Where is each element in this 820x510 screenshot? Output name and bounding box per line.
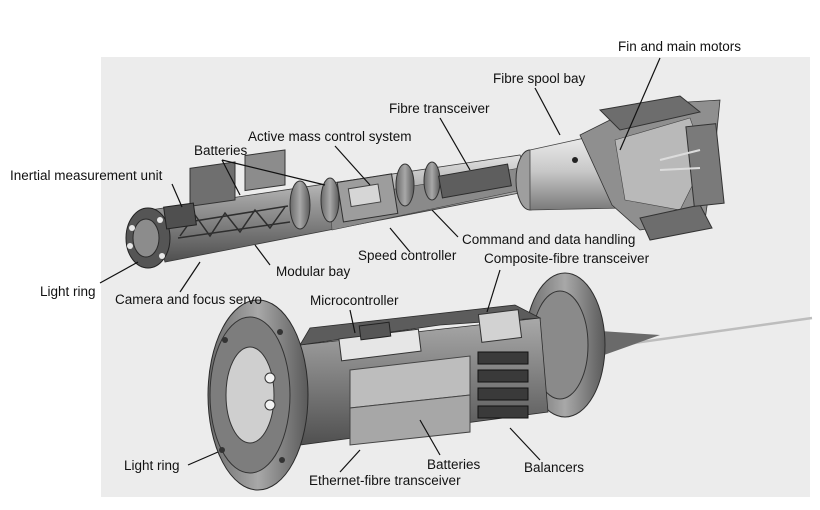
- leader-composite-fibre: [486, 269, 501, 313]
- motor-shaft: [659, 167, 701, 171]
- light-node: [127, 243, 133, 249]
- label-batteries-top: Batteries: [194, 143, 248, 158]
- label-light-ring-top: Light ring: [40, 284, 96, 299]
- fibre-tether: [619, 316, 813, 347]
- motor-port: [572, 157, 578, 163]
- balancer-board: [477, 351, 529, 365]
- imu-block: [163, 202, 197, 230]
- mass-control-inner: [347, 183, 382, 208]
- label-modular-bay: Modular bay: [276, 264, 351, 279]
- label-camera-focus-servo: Camera and focus servo: [115, 292, 263, 307]
- bolt: [279, 457, 285, 463]
- flange-ring: [395, 163, 415, 207]
- balancer-board: [477, 387, 529, 401]
- bolt: [222, 337, 228, 343]
- leader-fibre-transceiver: [439, 117, 471, 171]
- tail-fin-block: [685, 123, 725, 207]
- leader-imu: [171, 183, 183, 208]
- tail-fin: [598, 95, 702, 131]
- bolt: [219, 447, 225, 453]
- leader-balancers: [509, 427, 541, 461]
- label-fibre-transceiver: Fibre transceiver: [389, 101, 490, 116]
- leader-batteries-bottom: [419, 419, 441, 456]
- battery-pack: [349, 394, 471, 446]
- leader-batteries-top-1: [221, 159, 241, 196]
- bolt: [277, 329, 283, 335]
- leader-mass-control: [334, 145, 371, 186]
- flange-ring: [289, 180, 311, 230]
- leader-lines: [99, 57, 661, 473]
- light-node: [264, 372, 276, 384]
- leader-light-ring-top: [99, 261, 139, 284]
- leader-ethernet-fibre: [339, 449, 361, 473]
- label-speed-controller: Speed controller: [358, 248, 457, 263]
- light-node: [264, 399, 276, 411]
- leader-command-data: [431, 209, 459, 238]
- label-active-mass-control: Active mass control system: [248, 129, 412, 144]
- leader-spool-bay: [534, 87, 561, 136]
- light-node: [129, 225, 135, 231]
- microcontroller-chip: [358, 321, 392, 341]
- leader-light-ring-bottom: [187, 451, 219, 466]
- motor-shaft: [659, 149, 701, 161]
- label-imu: Inertial measurement unit: [10, 168, 163, 183]
- light-node: [157, 217, 163, 223]
- flange-ring: [423, 161, 441, 201]
- label-ethernet-fibre-transceiver: Ethernet-fibre transceiver: [309, 473, 461, 488]
- leader-modular-bay: [254, 244, 271, 266]
- label-fibre-spool-bay: Fibre spool bay: [493, 71, 586, 86]
- leader-fin-motors: [619, 57, 661, 151]
- tail-fin: [639, 204, 713, 241]
- label-command-data-handling: Command and data handling: [462, 232, 636, 247]
- label-microcontroller: Microcontroller: [310, 293, 399, 308]
- label-fin-motors: Fin and main motors: [618, 39, 742, 54]
- fibre-transceiver-housing: [438, 163, 512, 199]
- leader-camera: [179, 261, 201, 293]
- label-light-ring-bottom: Light ring: [124, 458, 180, 473]
- leader-microcontroller: [349, 309, 356, 334]
- flange-ring: [320, 177, 340, 223]
- vehicle-bottom: [207, 272, 813, 491]
- label-batteries-bottom: Batteries: [427, 457, 481, 472]
- label-composite-fibre-transceiver: Composite-fibre transceiver: [484, 251, 650, 266]
- leader-speed-controller: [389, 227, 411, 253]
- balancer-board: [477, 405, 529, 419]
- label-balancers: Balancers: [524, 460, 585, 475]
- battery-module: [189, 161, 236, 207]
- nose-lens: [132, 218, 160, 258]
- light-node: [159, 253, 165, 259]
- composite-transceiver: [477, 309, 523, 343]
- vehicle-top: [125, 95, 725, 269]
- balancer-board: [477, 369, 529, 383]
- leader-batteries-top-2: [221, 159, 326, 186]
- balancer-stack: [477, 351, 529, 419]
- flange-left-hole: [225, 346, 275, 444]
